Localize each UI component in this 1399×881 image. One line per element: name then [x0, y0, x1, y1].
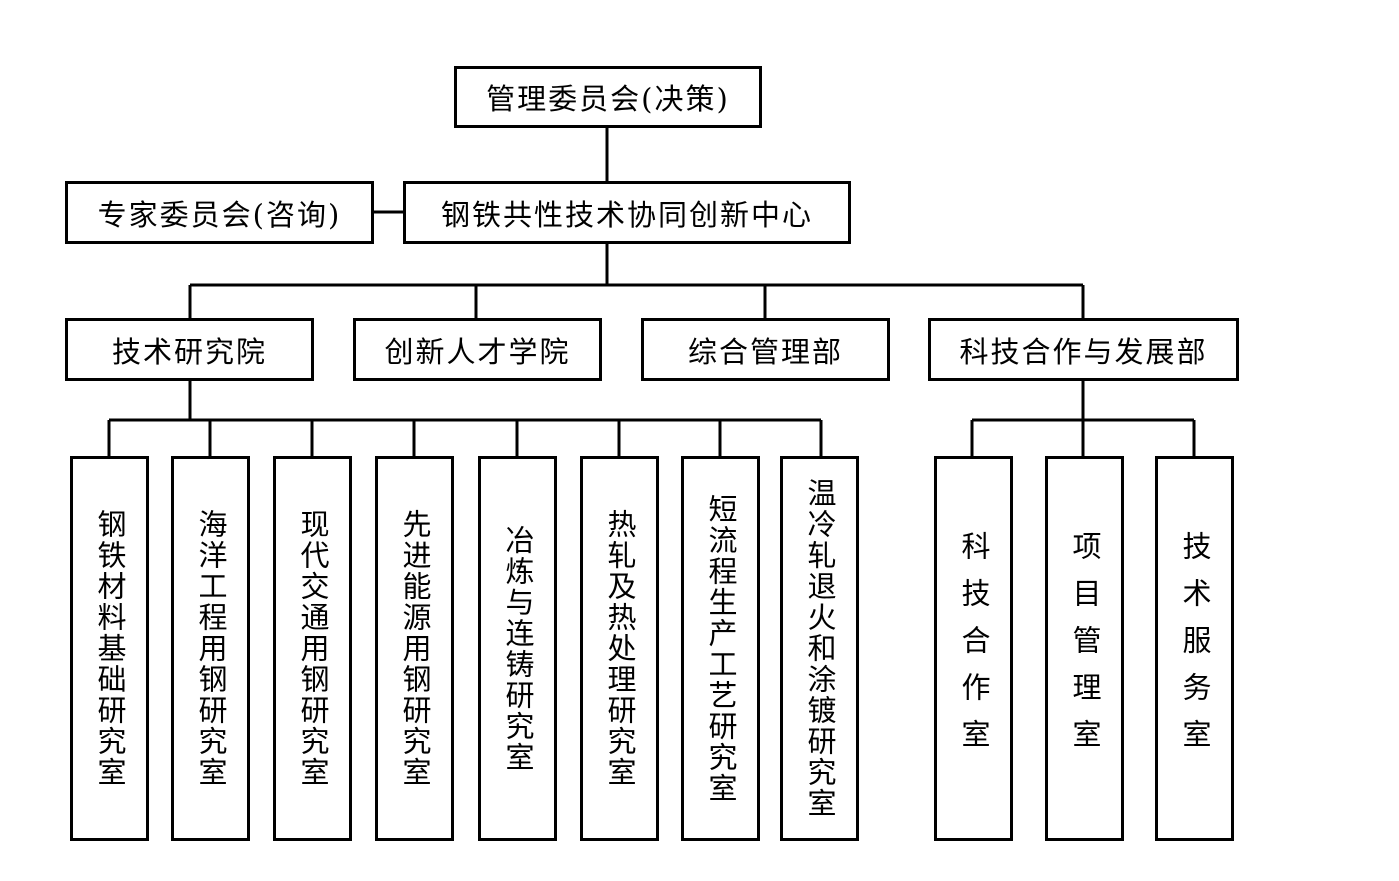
- office-box-1: 科技合作室: [934, 456, 1013, 841]
- lab-label-4: 先进能源用钢研究室: [398, 509, 432, 788]
- lab-box-7: 短流程生产工艺研究室: [681, 456, 760, 841]
- cooperation-dept-box: 科技合作与发展部: [928, 318, 1239, 381]
- tech-institute-box: 技术研究院: [65, 318, 314, 381]
- lab-label-6: 热轧及热处理研究室: [603, 509, 637, 788]
- center-label: 钢铁共性技术协同创新中心: [440, 197, 813, 232]
- general-dept-box: 综合管理部: [641, 318, 890, 381]
- lab-label-2: 海洋工程用钢研究室: [194, 509, 228, 788]
- management-committee-label: 管理委员会(决策): [486, 82, 730, 116]
- office-box-3: 技术服务室: [1155, 456, 1234, 841]
- tech-institute-label: 技术研究院: [111, 334, 267, 369]
- cooperation-dept-label: 科技合作与发展部: [959, 334, 1208, 369]
- expert-committee-label: 专家委员会(咨询): [97, 197, 342, 232]
- office-label-3: 技术服务室: [1178, 531, 1212, 766]
- lab-box-4: 先进能源用钢研究室: [375, 456, 454, 841]
- office-label-2: 项目管理室: [1068, 531, 1102, 766]
- management-committee-box: 管理委员会(决策): [454, 66, 762, 128]
- lab-box-5: 冶炼与连铸研究室: [478, 456, 557, 841]
- expert-committee-box: 专家委员会(咨询): [65, 181, 374, 244]
- lab-label-5: 冶炼与连铸研究室: [501, 524, 535, 773]
- lab-label-8: 温冷轧退火和涂镀研究室: [803, 478, 837, 819]
- lab-box-6: 热轧及热处理研究室: [580, 456, 659, 841]
- center-box: 钢铁共性技术协同创新中心: [403, 181, 851, 244]
- office-label-1: 科技合作室: [957, 531, 991, 766]
- office-box-2: 项目管理室: [1045, 456, 1124, 841]
- general-dept-label: 综合管理部: [687, 334, 843, 369]
- lab-label-7: 短流程生产工艺研究室: [704, 493, 738, 804]
- talent-college-label: 创新人才学院: [384, 334, 571, 369]
- lab-label-3: 现代交通用钢研究室: [296, 509, 330, 788]
- lab-box-2: 海洋工程用钢研究室: [171, 456, 250, 841]
- lab-box-3: 现代交通用钢研究室: [273, 456, 352, 841]
- talent-college-box: 创新人才学院: [353, 318, 602, 381]
- lab-box-8: 温冷轧退火和涂镀研究室: [780, 456, 859, 841]
- lab-label-1: 钢铁材料基础研究室: [93, 509, 127, 788]
- lab-box-1: 钢铁材料基础研究室: [70, 456, 149, 841]
